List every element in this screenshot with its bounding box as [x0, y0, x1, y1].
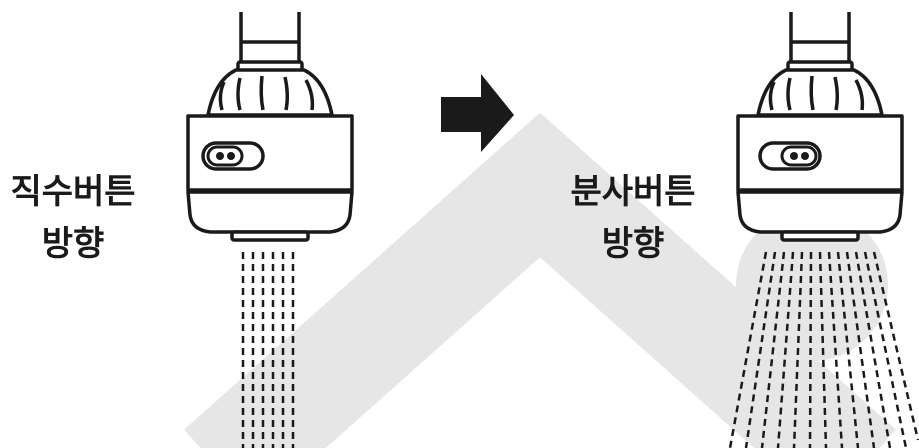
pipe: [789, 12, 851, 70]
mode-switch: [201, 141, 265, 171]
faucet-right: [736, 12, 904, 242]
label-straight-button-line1: 직수버튼: [10, 172, 136, 212]
watermark-chevron: [184, 112, 896, 448]
label-straight-button-line2: 방향: [41, 224, 105, 264]
mode-switch: [758, 141, 822, 171]
aerator-body: [186, 114, 354, 192]
spray-stream: [728, 251, 919, 448]
label-spray-button-line2: 방향: [601, 224, 665, 264]
arrow-right-icon: [441, 74, 514, 152]
watermark-dot: [736, 209, 888, 361]
watermark: [184, 112, 896, 448]
pipe: [239, 12, 301, 70]
faucet-left: [186, 12, 354, 242]
label-spray-button-line1: 분사버튼: [570, 172, 696, 212]
straight-stream: [241, 252, 295, 448]
